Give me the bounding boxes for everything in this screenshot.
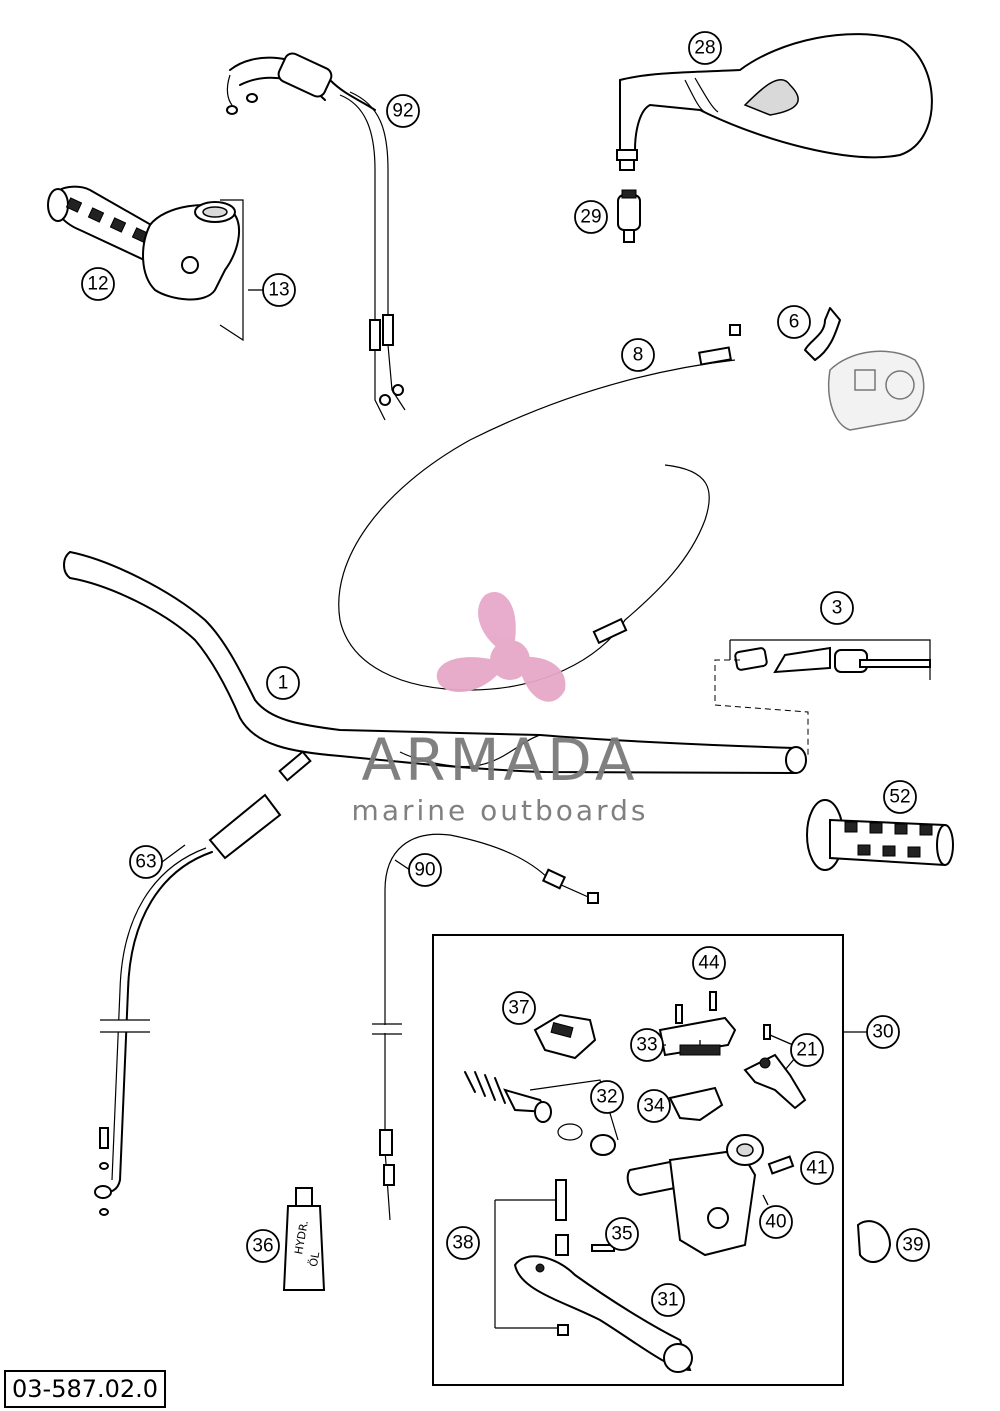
svg-text:41: 41: [806, 1158, 827, 1179]
svg-text:63: 63: [135, 852, 156, 873]
callout-8: 8: [621, 338, 655, 372]
callout-28: 28: [688, 31, 722, 65]
callout-92: 92: [386, 94, 420, 128]
callout-3: 3: [820, 591, 854, 625]
callout-6: 6: [777, 305, 811, 339]
svg-text:44: 44: [698, 953, 720, 974]
brake-master-cylinder-box: [432, 934, 844, 1386]
svg-text:52: 52: [889, 787, 910, 808]
bar-end-set: [714, 639, 931, 755]
right-grip: [806, 799, 954, 871]
callout-35: 35: [605, 1217, 639, 1251]
callout-41: 41: [800, 1151, 834, 1185]
armada-watermark: ARMADA marine outboards: [352, 592, 649, 827]
callout-44: 44: [692, 946, 726, 980]
clutch-cable: [338, 324, 741, 691]
svg-text:8: 8: [633, 345, 644, 366]
throttle-cables: [226, 52, 406, 421]
callout-29: 29: [574, 200, 608, 234]
svg-text:90: 90: [414, 860, 435, 881]
svg-text:21: 21: [796, 1040, 817, 1061]
svg-text:3: 3: [832, 598, 843, 619]
svg-text:30: 30: [872, 1022, 893, 1043]
svg-text:32: 32: [596, 1087, 617, 1108]
watermark-tagline: marine outboards: [352, 794, 649, 827]
callout-40: 40: [759, 1205, 793, 1239]
callout-37: 37: [502, 991, 536, 1025]
diagram-code: 03-587.02.0: [4, 1370, 167, 1408]
svg-text:37: 37: [508, 998, 529, 1019]
callout-36: 36: [246, 1229, 280, 1263]
svg-text:1: 1: [278, 673, 289, 694]
svg-text:29: 29: [580, 207, 601, 228]
switch-housing: [804, 307, 925, 431]
svg-text:38: 38: [452, 1233, 473, 1254]
callout-39: 39: [896, 1228, 930, 1262]
svg-text:35: 35: [611, 1224, 632, 1245]
handlebar: [63, 551, 807, 774]
svg-text:31: 31: [657, 1290, 678, 1311]
callout-32: 32: [590, 1080, 624, 1114]
callout-90: 90: [408, 853, 442, 887]
callout-1: 1: [266, 666, 300, 700]
callout-13: 13: [262, 273, 296, 307]
callout-30: 30: [866, 1015, 900, 1049]
throttle-grip: [47, 185, 244, 342]
callout-33: 33: [630, 1028, 664, 1062]
callout-52: 52: [883, 780, 917, 814]
callout-31: 31: [651, 1283, 685, 1317]
svg-text:13: 13: [268, 280, 289, 301]
svg-text:12: 12: [87, 274, 108, 295]
propeller-logo-icon: [436, 592, 566, 702]
brake-master-cylinder-parts: [464, 991, 892, 1373]
svg-text:28: 28: [694, 38, 715, 59]
mirror: [616, 33, 933, 171]
mirror-adapter: [617, 189, 641, 243]
svg-text:40: 40: [765, 1212, 786, 1233]
callouts: 1 3 6 8 12 13 21 28 29 30 31 32 33 34 35…: [81, 31, 930, 1317]
callout-63: 63: [129, 845, 163, 879]
svg-text:34: 34: [643, 1096, 665, 1117]
brake-line: [94, 750, 312, 1216]
callout-21: 21: [790, 1033, 824, 1067]
hydraulic-oil-bottle: HYDR. ÖL: [282, 1187, 326, 1291]
svg-text:36: 36: [252, 1236, 273, 1257]
watermark-brand: ARMADA: [361, 726, 638, 794]
svg-text:39: 39: [902, 1235, 923, 1256]
svg-text:6: 6: [789, 312, 800, 333]
hot-start-cable: [372, 833, 599, 1221]
oil-label-line-1: HYDR.: [292, 1219, 311, 1255]
svg-text:33: 33: [636, 1035, 657, 1056]
callout-38: 38: [446, 1226, 480, 1260]
svg-text:92: 92: [392, 101, 413, 122]
callout-12: 12: [81, 267, 115, 301]
callout-34: 34: [637, 1089, 671, 1123]
oil-label-line-2: ÖL: [307, 1250, 323, 1268]
